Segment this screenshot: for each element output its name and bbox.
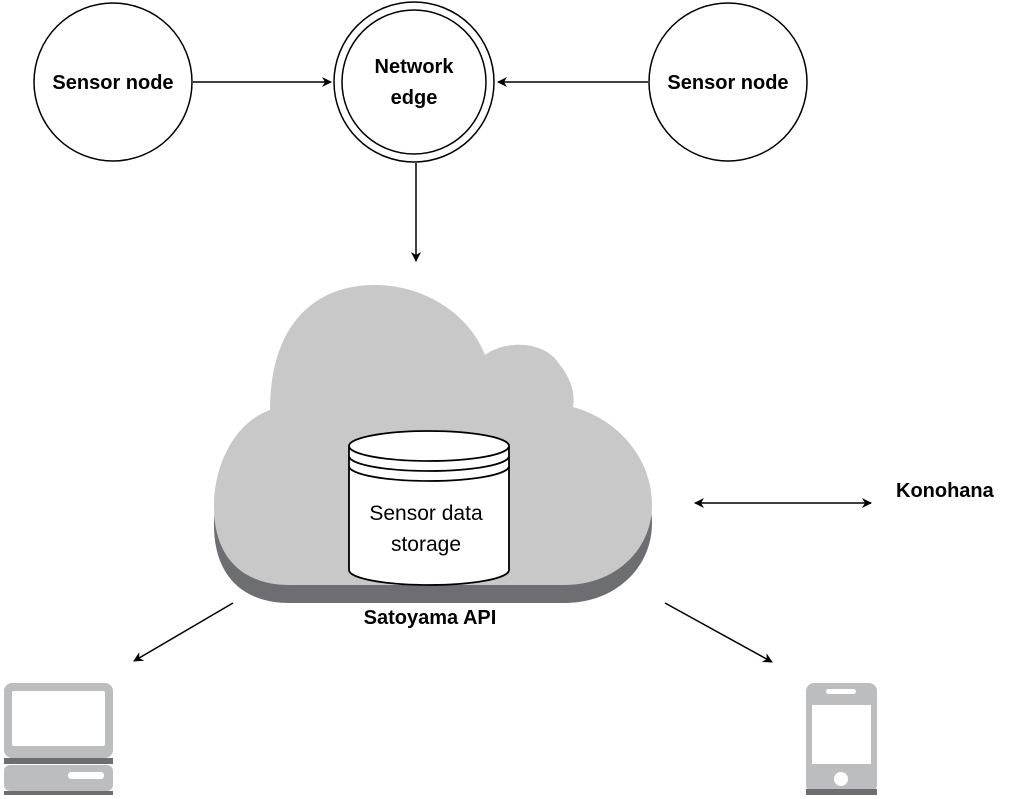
arrow-cloud-to-laptop [133, 602, 234, 662]
storage-label-line2: storage [391, 533, 461, 556]
konohana-label: Konohana [896, 480, 995, 502]
laptop-icon [4, 683, 113, 795]
arrow-cloud-to-phone [664, 602, 773, 663]
sensor-node-right: Sensor node [648, 2, 808, 162]
network-edge-node: Network edge [333, 1, 495, 163]
sensor-node-left: Sensor node [33, 2, 193, 162]
storage-label-line1: Sensor data [369, 502, 483, 525]
network-edge-label-line2: edge [391, 87, 438, 109]
sensor-node-right-label: Sensor node [667, 72, 788, 94]
network-edge-label-line1: Network [375, 56, 455, 78]
sensor-data-storage: Sensor data storage [348, 430, 510, 586]
smartphone-icon [806, 683, 877, 795]
satoyama-api-label: Satoyama API [364, 607, 497, 629]
sensor-node-left-label: Sensor node [52, 72, 173, 94]
